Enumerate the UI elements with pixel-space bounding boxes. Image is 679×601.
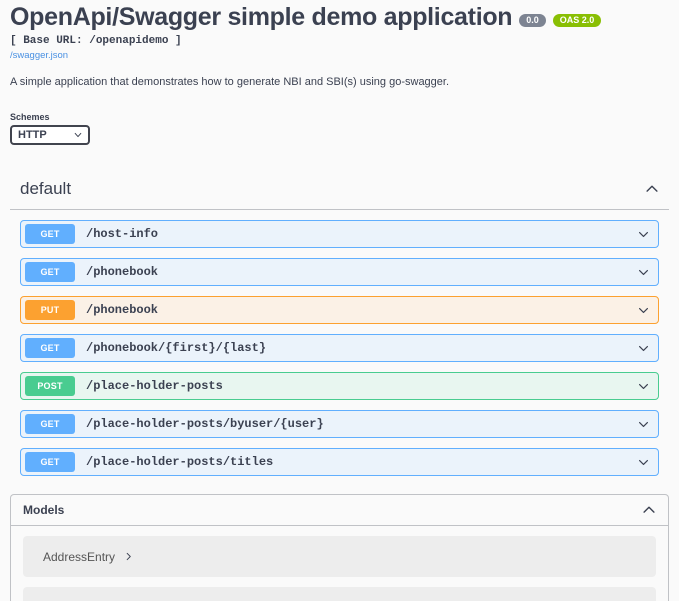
operation-row[interactable]: GET/place-holder-posts/titles [20, 448, 659, 476]
operation-path: /place-holder-posts/titles [86, 455, 274, 469]
operation-path: /place-holder-posts/byuser/{user} [86, 417, 324, 431]
chevron-down-icon[interactable] [637, 304, 650, 317]
http-method-badge: PUT [25, 300, 75, 320]
schemes-section: Schemes HTTP [0, 90, 679, 145]
model-name: AddressEntry [43, 549, 116, 564]
model-row[interactable]: AddressEntry [23, 536, 656, 577]
operation-row[interactable]: GET/place-holder-posts/byuser/{user} [20, 410, 659, 438]
models-header[interactable]: Models [11, 495, 668, 526]
api-description: A simple application that demonstrates h… [10, 75, 450, 88]
schemes-select[interactable]: HTTP [10, 125, 90, 145]
operation-path: /phonebook [86, 265, 159, 279]
oas-version-badge: OAS 2.0 [552, 14, 602, 28]
chevron-down-icon[interactable] [637, 228, 650, 241]
operation-row[interactable]: PUT/phonebook [20, 296, 659, 324]
tag-name: default [20, 179, 72, 198]
operation-path: /host-info [86, 227, 159, 241]
chevron-down-icon[interactable] [637, 418, 650, 431]
chevron-up-icon[interactable] [645, 182, 659, 196]
tag-header-default[interactable]: default [10, 172, 669, 210]
models-section: Models AddressEntryHostInfo [10, 494, 669, 601]
version-badge: 0.0 [519, 14, 546, 28]
chevron-down-icon[interactable] [637, 380, 650, 393]
chevron-down-icon[interactable] [637, 266, 650, 279]
model-title-row[interactable]: AddressEntry [43, 550, 133, 564]
operation-path: /phonebook/{first}/{last} [86, 341, 267, 355]
api-info-block: OpenApi/Swagger simple demo application … [0, 0, 679, 90]
model-row[interactable]: HostInfo [23, 587, 656, 601]
caret-right-icon[interactable] [124, 552, 133, 561]
schemes-selected-value: HTTP [18, 129, 47, 141]
models-list: AddressEntryHostInfo [11, 526, 668, 601]
http-method-badge: GET [25, 338, 75, 358]
operation-row[interactable]: POST/place-holder-posts [20, 372, 659, 400]
operation-path: /phonebook [86, 303, 159, 317]
swagger-json-link[interactable]: /swagger.json [10, 49, 69, 61]
title-row: OpenApi/Swagger simple demo application … [10, 3, 669, 32]
chevron-down-icon[interactable] [637, 456, 650, 469]
http-method-badge: GET [25, 452, 75, 472]
http-method-badge: GET [25, 262, 75, 282]
schemes-label: Schemes [10, 112, 50, 122]
operation-row[interactable]: GET/host-info [20, 220, 659, 248]
http-method-badge: GET [25, 414, 75, 434]
page-title: OpenApi/Swagger simple demo application [10, 3, 513, 31]
operation-path: /place-holder-posts [86, 379, 223, 393]
models-title: Models [23, 503, 65, 517]
chevron-down-icon[interactable] [637, 342, 650, 355]
operation-row[interactable]: GET/phonebook [20, 258, 659, 286]
operation-row[interactable]: GET/phonebook/{first}/{last} [20, 334, 659, 362]
chevron-down-icon [74, 132, 82, 138]
http-method-badge: GET [25, 224, 75, 244]
base-url: [ Base URL: /openapidemo ] [10, 34, 182, 47]
chevron-up-icon[interactable] [642, 503, 656, 517]
http-method-badge: POST [25, 376, 75, 396]
